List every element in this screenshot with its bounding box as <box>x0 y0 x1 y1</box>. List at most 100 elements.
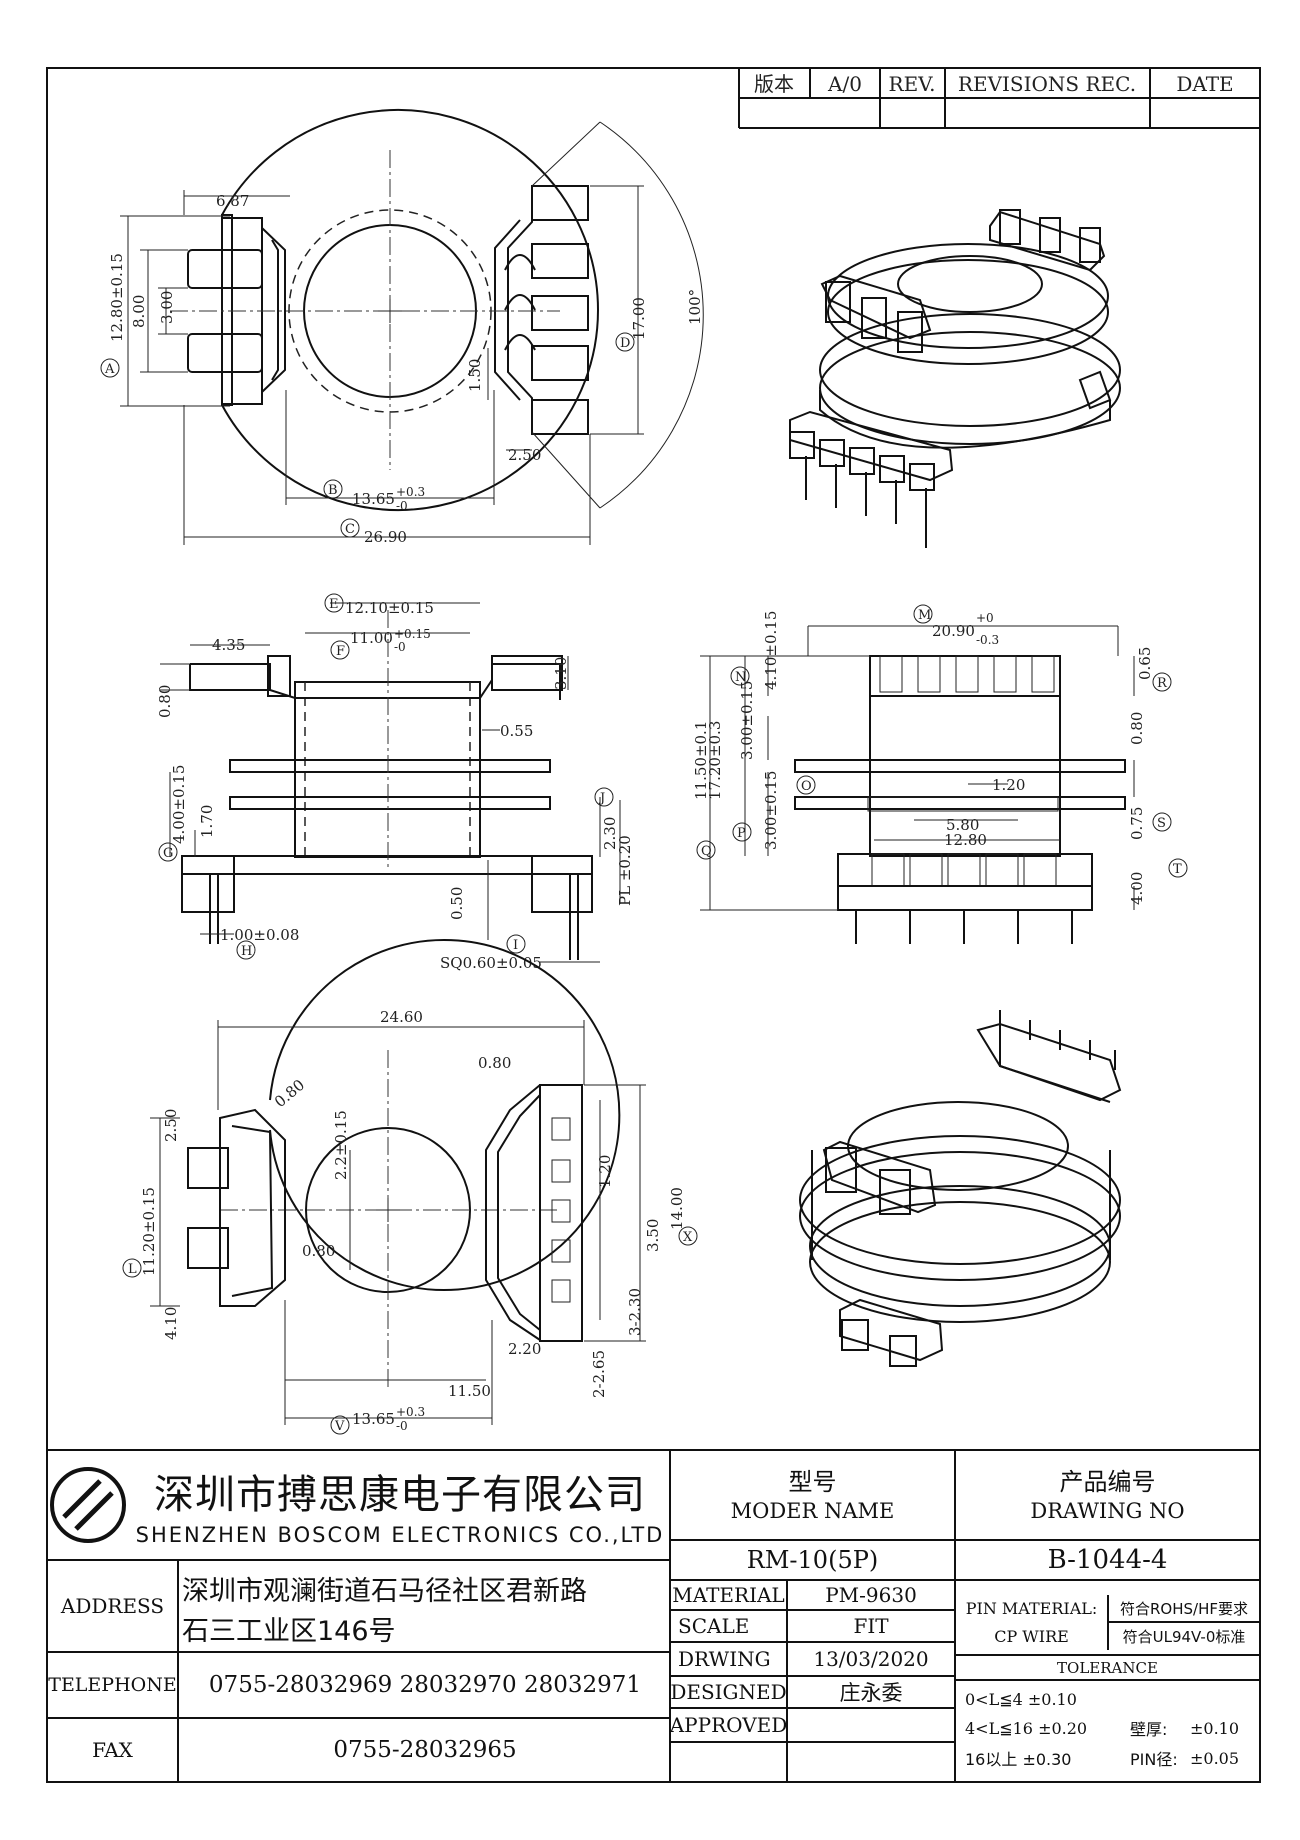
marker-front-4: I <box>513 938 518 953</box>
wall-thickness-label: 壁厚: <box>1130 1720 1168 1739</box>
dim-front-3: -0 <box>394 640 406 654</box>
dim-front-8: 4.00±0.15 <box>170 765 188 844</box>
dim-top-1: 12.80±0.15 <box>108 253 126 342</box>
dim-bot-15: 13.65 <box>352 1410 395 1428</box>
marker-side-4: Q <box>701 844 712 859</box>
dim-front-12: 0.50 <box>448 887 466 920</box>
side-view: 20.90 +0 -0.3 4.10±0.15 3.00±0.15 3.00±0… <box>692 604 1188 944</box>
pin-material-label: PIN MATERIAL: <box>965 1598 1098 1618</box>
rev-version-value: A/0 <box>827 72 862 96</box>
designed-label: DESIGNED <box>670 1680 787 1704</box>
dim-bot-5: 11.20±0.15 <box>140 1187 158 1276</box>
dim-side-11: 0.75 <box>1128 807 1146 840</box>
spec-rohs: 符合ROHS/HF要求 <box>1120 1599 1248 1618</box>
dim-bot-6: 1.20 <box>596 1155 614 1188</box>
marker-front-3: H <box>241 944 252 959</box>
pin-diameter-value: ±0.05 <box>1190 1748 1240 1768</box>
dim-front-5: 0.80 <box>156 685 174 718</box>
dim-bot-16: +0.3 <box>396 1405 425 1419</box>
marker-front-5: J <box>598 791 605 806</box>
dim-side-8: 1.20 <box>992 776 1025 794</box>
drwing-label: DRWING <box>678 1647 771 1671</box>
model-label-cn: 型号 <box>788 1467 837 1496</box>
dim-side-10: 12.80 <box>944 831 987 849</box>
dim-side-0: 20.90 <box>932 622 975 640</box>
dim-bot-2: 0.80 <box>271 1076 308 1111</box>
dim-top-6: 100° <box>686 289 704 325</box>
drawing-value: B-1044-4 <box>1047 1545 1168 1575</box>
dim-front-9: 1.70 <box>198 805 216 838</box>
marker-side-6: S <box>1157 816 1166 831</box>
front-view: 12.10±0.15 11.00 +0.15 -0 4.35 0.80 3.10… <box>156 593 634 972</box>
scale-value: FIT <box>853 1614 889 1638</box>
dim-front-1: 11.00 <box>350 629 393 647</box>
marker-side-0: M <box>918 608 931 623</box>
fax-label: FAX <box>92 1738 133 1762</box>
dim-side-12: 17.20±0.3 <box>706 721 724 800</box>
marker-top-1: B <box>328 483 338 498</box>
fax-value: 0755-28032965 <box>333 1737 517 1763</box>
scale-label: SCALE <box>678 1614 750 1638</box>
dim-top-2: 8.00 <box>130 295 148 328</box>
dim-front-4: 4.35 <box>212 636 245 654</box>
rev-version-label: 版本 <box>754 72 794 96</box>
drawing-border <box>46 67 1261 1783</box>
telephone-value: 0755-28032969 28032970 28032971 <box>208 1672 642 1698</box>
iso-view-top <box>789 209 1121 548</box>
dim-bot-3: 2.50 <box>162 1109 180 1142</box>
pin-diameter-label: PIN径: <box>1130 1750 1178 1769</box>
title-block-grid <box>47 1449 1260 1782</box>
dim-side-9: 5.80 <box>946 816 979 834</box>
marker-front-2: G <box>163 846 173 861</box>
dim-side-2: -0.3 <box>976 633 999 647</box>
dim-side-13: 11.50±0.1 <box>692 721 710 800</box>
address-line2: 石三工业区146号 <box>182 1615 396 1647</box>
approved-label: APPROVED <box>669 1713 788 1737</box>
wall-thickness-value: ±0.10 <box>1190 1718 1240 1738</box>
revisions-label: REVISIONS REC. <box>958 72 1136 96</box>
revision-table: 版本 A/0 REV. REVISIONS REC. DATE <box>738 67 1261 129</box>
dim-front-10: 2.30 <box>601 817 619 850</box>
dim-top-4: 1.50 <box>466 359 484 392</box>
dim-front-0: 12.10±0.15 <box>345 599 434 617</box>
dim-front-13: 1.00±0.08 <box>220 926 299 944</box>
dim-top-5: 17.00 <box>630 297 648 340</box>
dim-bot-7: 3.50 <box>644 1219 662 1252</box>
dim-front-14: SQ0.60±0.05 <box>440 954 542 972</box>
marker-side-7: T <box>1173 862 1182 877</box>
dim-top-11: 26.90 <box>364 528 407 546</box>
iso-view-bottom <box>799 1010 1122 1367</box>
marker-top-0: A <box>104 362 115 377</box>
marker-side-5: R <box>1157 676 1168 691</box>
top-view: 6.87 12.80±0.15 8.00 3.00 1.50 17.00 100… <box>100 109 704 546</box>
marker-side-2: O <box>801 779 812 794</box>
dim-bot-4: 2.2±0.15 <box>332 1110 350 1180</box>
spec-ul94: 符合UL94V-0标准 <box>1122 1627 1246 1646</box>
dim-bot-14: 11.50 <box>448 1382 491 1400</box>
marker-bot-0: L <box>128 1262 137 1277</box>
bottom-view: 24.60 0.80 0.80 2.50 2.2±0.15 11.20±0.15… <box>122 939 698 1435</box>
address-line1: 深圳市观澜街道石马径社区君新路 <box>182 1575 587 1607</box>
dim-top-10: -0 <box>396 499 408 513</box>
drawing-label-en: DRAWING NO <box>1030 1499 1185 1523</box>
dim-bot-17: -0 <box>396 1419 408 1433</box>
marker-top-3: D <box>620 336 630 351</box>
designed-value: 庄永委 <box>839 1681 903 1705</box>
tolerance-line-3: 16以上 ±0.30 <box>965 1750 1072 1769</box>
dim-side-14: 4.00 <box>1128 872 1146 905</box>
model-label-en: MODER NAME <box>730 1499 895 1523</box>
drawing-label-cn: 产品编号 <box>1059 1467 1156 1496</box>
tolerance-line-1: 0<L≦4 ±0.10 <box>965 1689 1077 1709</box>
dim-bot-13: 2-2.65 <box>590 1350 608 1398</box>
company-name-cn: 深圳市搏思康电子有限公司 <box>154 1472 646 1518</box>
marker-front-0: E <box>329 597 339 612</box>
dim-side-5: 3.00±0.15 <box>762 771 780 850</box>
approved-value <box>787 1708 955 1742</box>
dim-front-6: 3.10 <box>552 657 570 690</box>
material-value: PM-9630 <box>825 1583 917 1607</box>
company-name-en: SHENZHEN BOSCOM ELECTRONICS CO.,LTD <box>135 1523 665 1547</box>
dim-bot-12: 2.20 <box>508 1340 541 1358</box>
dim-side-7: 0.80 <box>1128 712 1146 745</box>
company-logo <box>50 1467 126 1543</box>
marker-bot-2: X <box>683 1230 693 1245</box>
